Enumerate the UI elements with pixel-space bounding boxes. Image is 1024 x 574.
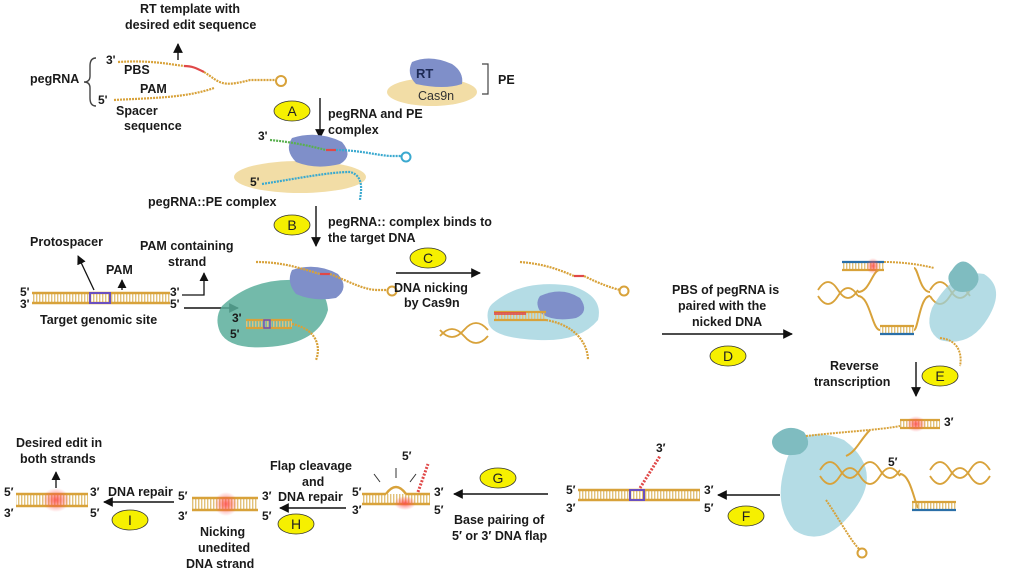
target-genomic-site: Protospacer PAM PAM containing strand 5'… xyxy=(20,235,234,327)
desired-edit-label-1: Desired edit in xyxy=(16,436,102,450)
end-label: 5' xyxy=(250,175,260,189)
rt-template-label-2: desired edit sequence xyxy=(125,18,256,32)
nicking-unedited-label-1: Nicking xyxy=(200,525,245,539)
step-f: F xyxy=(727,505,765,527)
nicking-caption-2: by Cas9n xyxy=(404,296,460,310)
end-label: 5′ xyxy=(262,509,272,523)
step-label: G xyxy=(493,470,504,486)
step-c: C xyxy=(409,247,447,269)
pe-protein: RT Cas9n PE xyxy=(387,58,515,106)
binds-caption-1: pegRNA:: complex binds to xyxy=(328,215,492,229)
reverse-caption-2: transcription xyxy=(814,375,890,389)
complex-caption-1: pegRNA and PE xyxy=(328,107,423,121)
complex-name-label: pegRNA::PE complex xyxy=(148,195,277,209)
binds-caption-2: the target DNA xyxy=(328,231,416,245)
end-label: 5′ xyxy=(90,506,100,520)
end-label: 3' xyxy=(20,297,30,311)
end-label: 3' xyxy=(106,53,116,67)
flap-caption-2: and xyxy=(302,475,324,489)
end-label: 3′ xyxy=(90,485,100,499)
step-label: B xyxy=(287,217,296,233)
base-pairing-caption-2: 5′ or 3′ DNA flap xyxy=(452,529,547,543)
step-b: B xyxy=(273,214,311,236)
end-label: 3′ xyxy=(352,503,362,517)
pam-small-label: PAM xyxy=(106,263,133,277)
end-label: 3′ xyxy=(434,485,444,499)
pbs-paired-caption-2: paired with the xyxy=(678,299,766,313)
spacer-label-2: sequence xyxy=(124,119,182,133)
rt-template-label-1: RT template with xyxy=(140,2,240,16)
nicking-caption-1: DNA nicking xyxy=(394,281,468,295)
complex-caption-2: complex xyxy=(328,123,379,137)
end-label: 3′ xyxy=(566,501,576,515)
spacer-label-1: Spacer xyxy=(116,104,158,118)
pam-strand-label-2: strand xyxy=(168,255,206,269)
end-label: 5′ xyxy=(4,485,14,499)
pegrna-pe-complex: 3' 5' pegRNA::PE complex xyxy=(148,129,412,209)
step-label: I xyxy=(128,512,132,528)
base-pairing-caption-1: Base pairing of xyxy=(454,513,545,527)
step-label: D xyxy=(723,348,733,364)
end-label: 5′ xyxy=(704,501,714,515)
step-h: H xyxy=(277,513,315,535)
flap-caption-3: DNA repair xyxy=(278,490,343,504)
pbs-paired-caption-3: nicked DNA xyxy=(692,315,762,329)
end-label: 5' xyxy=(98,93,108,107)
step-label: F xyxy=(742,508,751,524)
nicked-unedited-dna: 5′ 3′ 3′ 5′ Nicking unedited DNA strand xyxy=(178,489,272,571)
flap-dna: 5′ 3′ 3′ 3′ 5′ xyxy=(566,441,714,515)
end-label: 3′ xyxy=(656,441,666,455)
reverse-transcribed-structure: 3′ 5′ xyxy=(772,415,991,559)
end-label: 3' xyxy=(232,311,242,325)
reverse-caption-1: Reverse xyxy=(830,359,879,373)
end-label: 3' xyxy=(258,129,268,143)
end-label: 3′ xyxy=(944,415,954,429)
end-label: 5' xyxy=(170,297,180,311)
step-i: I xyxy=(111,509,149,531)
end-label: 5′ xyxy=(888,455,898,469)
pegrna-structure: RT template with desired edit sequence p… xyxy=(30,2,287,133)
end-label: 5′ xyxy=(178,489,188,503)
flap-caption-1: Flap cleavage xyxy=(270,459,352,473)
rt-label: RT xyxy=(416,66,433,81)
end-label: 5' xyxy=(230,327,240,341)
step-label: H xyxy=(291,516,301,532)
end-label: 5′ xyxy=(434,503,444,517)
nicking-unedited-label-3: DNA strand xyxy=(186,557,254,571)
end-label: 5′ xyxy=(402,449,412,463)
step-label: A xyxy=(287,103,297,119)
bound-complex: 3' 5' xyxy=(217,260,398,361)
cas9n-label: Cas9n xyxy=(418,89,454,103)
pam-strand-label-1: PAM containing xyxy=(140,239,234,253)
protospacer-label: Protospacer xyxy=(30,235,103,249)
step-a: A xyxy=(273,100,311,122)
end-label: 5' xyxy=(20,285,30,299)
step-d: D xyxy=(709,345,747,367)
pegrna-label: pegRNA xyxy=(30,72,79,86)
target-site-label: Target genomic site xyxy=(40,313,157,327)
final-edited-dna: Desired edit in both strands 5′ 3′ 3′ 5′ xyxy=(4,436,102,520)
pbs-label: PBS xyxy=(124,63,150,77)
end-label: 5′ xyxy=(566,483,576,497)
step-label: E xyxy=(935,368,944,384)
step-e: E xyxy=(921,365,959,387)
end-label: 3′ xyxy=(704,483,714,497)
pbs-paired-caption-1: PBS of pegRNA is xyxy=(672,283,779,297)
end-label: 3′ xyxy=(178,509,188,523)
pe-label: PE xyxy=(498,73,515,87)
end-label: 5′ xyxy=(352,485,362,499)
pbs-paired-structure xyxy=(817,258,997,367)
end-label: 3′ xyxy=(262,489,272,503)
dna-repair-label: DNA repair xyxy=(108,485,173,499)
desired-edit-label-2: both strands xyxy=(20,452,96,466)
nicking-unedited-label-2: unedited xyxy=(198,541,250,555)
nicking-complex xyxy=(439,260,630,361)
step-g: G xyxy=(479,467,517,489)
end-label: 3' xyxy=(170,285,180,299)
flap-cleavage-dna: 5′ 3′ 5′ 3′ 5′ xyxy=(352,449,444,517)
pam-label: PAM xyxy=(140,82,167,96)
step-label: C xyxy=(423,250,433,266)
end-label: 3′ xyxy=(4,506,14,520)
